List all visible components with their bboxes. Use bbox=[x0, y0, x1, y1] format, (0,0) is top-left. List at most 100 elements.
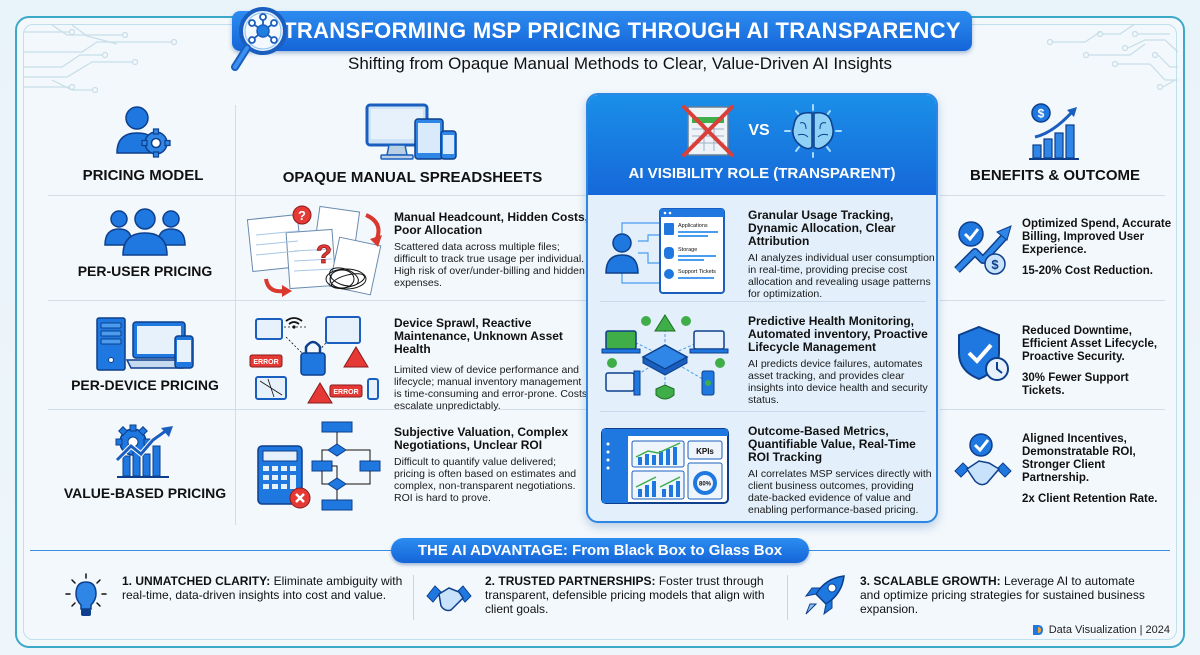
benefit-cell-value-based: Aligned Incentives, Demonstratable ROI, … bbox=[945, 413, 1170, 518]
advantage-heading: UNMATCHED CLARITY: bbox=[135, 574, 271, 588]
column-header-label: BENEFITS & OUTCOME bbox=[969, 167, 1140, 184]
manual-title: Manual Headcount, Hidden Costs, Poor All… bbox=[394, 210, 589, 237]
device-sprawl-icon: ERROR ERROR bbox=[249, 316, 379, 404]
column-header-label: PRICING MODEL bbox=[82, 167, 204, 184]
page-title: TRANSFORMING MSP PRICING THROUGH AI TRAN… bbox=[283, 18, 961, 43]
svg-text:$: $ bbox=[1038, 107, 1045, 121]
manual-description: Limited view of device performance and l… bbox=[394, 364, 588, 412]
ai-cell-value-based: KPIs 80% Outcome-Based Metrics, Quantifi… bbox=[588, 413, 936, 521]
model-label: PER-DEVICE PRICING bbox=[71, 377, 219, 393]
growth-check-dollar-icon: $ bbox=[954, 221, 1012, 275]
ai-text: Outcome-Based Metrics, Quantifiable Valu… bbox=[748, 424, 936, 517]
ai-description: AI predicts device failures, automates a… bbox=[748, 358, 928, 406]
manual-cell-per-user: ? ? Manual Headcount, Hidden Costs, Poor… bbox=[242, 197, 588, 302]
kpi-dashboard-icon: KPIs 80% bbox=[601, 428, 729, 504]
manual-text: Device Sprawl, Reactive Maintenance, Unk… bbox=[394, 316, 589, 413]
rocket-icon bbox=[804, 575, 845, 616]
manual-text: Subjective Valuation, Complex Negotiatio… bbox=[394, 426, 589, 505]
footer-credit: Data Visualization | 2024 bbox=[1032, 624, 1170, 636]
benefit-title: Reduced Downtime, Efficient Asset Lifecy… bbox=[1022, 325, 1158, 363]
advantage-banner-text: THE AI ADVANTAGE: From Black Box to Glas… bbox=[417, 542, 783, 559]
users-group-icon bbox=[104, 208, 186, 256]
manual-cell-per-device: ERROR ERROR Device Sprawl, Reactive Main… bbox=[242, 303, 587, 412]
predictive-health-network-icon bbox=[601, 314, 729, 400]
footer-label: Data Visualization | 2024 bbox=[1048, 624, 1170, 636]
ai-description: AI analyzes individual user consumption … bbox=[748, 252, 935, 300]
advantage-item-clarity: 1. UNMATCHED CLARITY: Eliminate ambiguit… bbox=[62, 568, 407, 630]
brain-icon bbox=[783, 104, 842, 158]
brand-logo-icon bbox=[1032, 625, 1043, 635]
advantage-body: Foster trust through transparent, defens… bbox=[485, 574, 765, 616]
benefit-text: Reduced Downtime, Efficient Asset Lifecy… bbox=[1022, 325, 1172, 398]
model-cell-per-device: PER-DEVICE PRICING bbox=[50, 316, 240, 393]
benefit-stat: 30% Fewer Support Tickets. bbox=[1022, 372, 1129, 397]
svg-text:?: ? bbox=[316, 239, 332, 269]
column-divider bbox=[235, 105, 236, 525]
ai-title: Granular Usage Tracking, Dynamic Allocat… bbox=[748, 208, 896, 248]
column-header-pricing-model: PRICING MODEL bbox=[48, 103, 238, 184]
benefit-stat: 15-20% Cost Reduction. bbox=[1022, 265, 1153, 277]
advantage-item-partnerships: 2. TRUSTED PARTNERSHIPS: Foster trust th… bbox=[425, 568, 785, 630]
benefit-cell-per-user: $ Optimized Spend, Accurate Billing, Imp… bbox=[945, 198, 1172, 303]
server-laptop-phone-icon bbox=[96, 317, 194, 371]
ai-row-divider bbox=[600, 301, 926, 302]
user-gear-icon bbox=[116, 106, 171, 158]
svg-text:?: ? bbox=[298, 208, 306, 223]
benefit-title: Aligned Incentives, Demonstratable ROI, … bbox=[1022, 433, 1136, 484]
advantage-number: 3. bbox=[860, 574, 871, 588]
advantage-text: 2. TRUSTED PARTNERSHIPS: Foster trust th… bbox=[485, 574, 785, 616]
error-label: ERROR bbox=[333, 389, 358, 396]
benefit-text: Optimized Spend, Accurate Billing, Impro… bbox=[1022, 218, 1172, 278]
manual-description: Difficult to quantify value delivered; p… bbox=[394, 456, 577, 504]
ai-column-header: VS AI VISIBILITY ROLE (TRANSPARENT) bbox=[588, 95, 936, 195]
advantage-number: 2. bbox=[485, 574, 496, 588]
handshake-check-icon bbox=[954, 433, 1012, 486]
growth-chart-dollar-icon: $ bbox=[1029, 103, 1079, 160]
error-label: ERROR bbox=[253, 359, 278, 366]
manual-text: Manual Headcount, Hidden Costs, Poor All… bbox=[394, 210, 589, 290]
row-divider bbox=[48, 300, 588, 301]
advantage-heading: TRUSTED PARTNERSHIPS: bbox=[498, 574, 656, 588]
row-divider bbox=[940, 409, 1165, 410]
panel-item-label: Support Tickets bbox=[678, 269, 716, 275]
benefit-text: Aligned Incentives, Demonstratable ROI, … bbox=[1022, 433, 1172, 506]
gauge-value: 80% bbox=[699, 482, 712, 488]
shield-clock-icon bbox=[958, 325, 1009, 381]
advantage-heading: SCALABLE GROWTH: bbox=[873, 574, 1001, 588]
advantage-separator bbox=[787, 575, 788, 620]
model-label: PER-USER PRICING bbox=[77, 263, 213, 279]
panel-item-label: Applications bbox=[678, 223, 708, 229]
benefit-stat: 2x Client Retention Rate. bbox=[1022, 493, 1158, 505]
manual-title: Device Sprawl, Reactive Maintenance, Unk… bbox=[394, 316, 563, 356]
scattered-spreadsheets-icon: ? ? bbox=[246, 205, 382, 297]
calculator-flowchart-icon bbox=[257, 421, 381, 511]
benefit-cell-per-device: Reduced Downtime, Efficient Asset Lifecy… bbox=[945, 305, 1170, 410]
model-cell-value-based: VALUE-BASED PRICING bbox=[50, 424, 240, 501]
header-divider bbox=[940, 195, 1165, 196]
header-divider bbox=[48, 195, 588, 196]
advantage-separator bbox=[413, 575, 414, 620]
handshake-icon bbox=[426, 585, 472, 612]
devices-icon bbox=[365, 103, 457, 160]
ai-text: Predictive Health Monitoring, Automated … bbox=[748, 314, 936, 407]
benefit-title: Optimized Spend, Accurate Billing, Impro… bbox=[1022, 218, 1172, 256]
magnifier-network-icon bbox=[231, 7, 287, 71]
advantage-text: 1. UNMATCHED CLARITY: Eliminate ambiguit… bbox=[122, 574, 412, 602]
ai-visibility-panel: VS AI VISIBILITY ROLE (TRANSPARENT) bbox=[586, 93, 938, 523]
ai-title: Outcome-Based Metrics, Quantifiable Valu… bbox=[748, 424, 916, 464]
gear-growth-icon bbox=[115, 424, 173, 478]
ai-cell-per-user: Applications Storage Support Tickets Gra… bbox=[588, 197, 936, 305]
advantage-item-growth: 3. SCALABLE GROWTH: Leverage AI to autom… bbox=[800, 568, 1160, 630]
advantage-body: Eliminate ambiguity with real-time, data… bbox=[122, 574, 403, 602]
advantage-body: Leverage AI to automate and optimize pri… bbox=[860, 574, 1145, 616]
svg-text:$: $ bbox=[991, 257, 999, 272]
ai-title: Predictive Health Monitoring, Automated … bbox=[748, 314, 928, 354]
page-subtitle: Shifting from Opaque Manual Methods to C… bbox=[348, 54, 892, 73]
model-label: VALUE-BASED PRICING bbox=[63, 485, 227, 501]
vs-label: VS bbox=[748, 122, 770, 139]
advantage-number: 1. bbox=[122, 574, 133, 588]
manual-description: Scattered data across multiple files; di… bbox=[394, 241, 585, 289]
panel-item-label: Storage bbox=[678, 247, 697, 253]
column-header-label: AI VISIBILITY ROLE (TRANSPARENT) bbox=[628, 165, 896, 182]
kpi-label: KPIs bbox=[696, 447, 714, 456]
